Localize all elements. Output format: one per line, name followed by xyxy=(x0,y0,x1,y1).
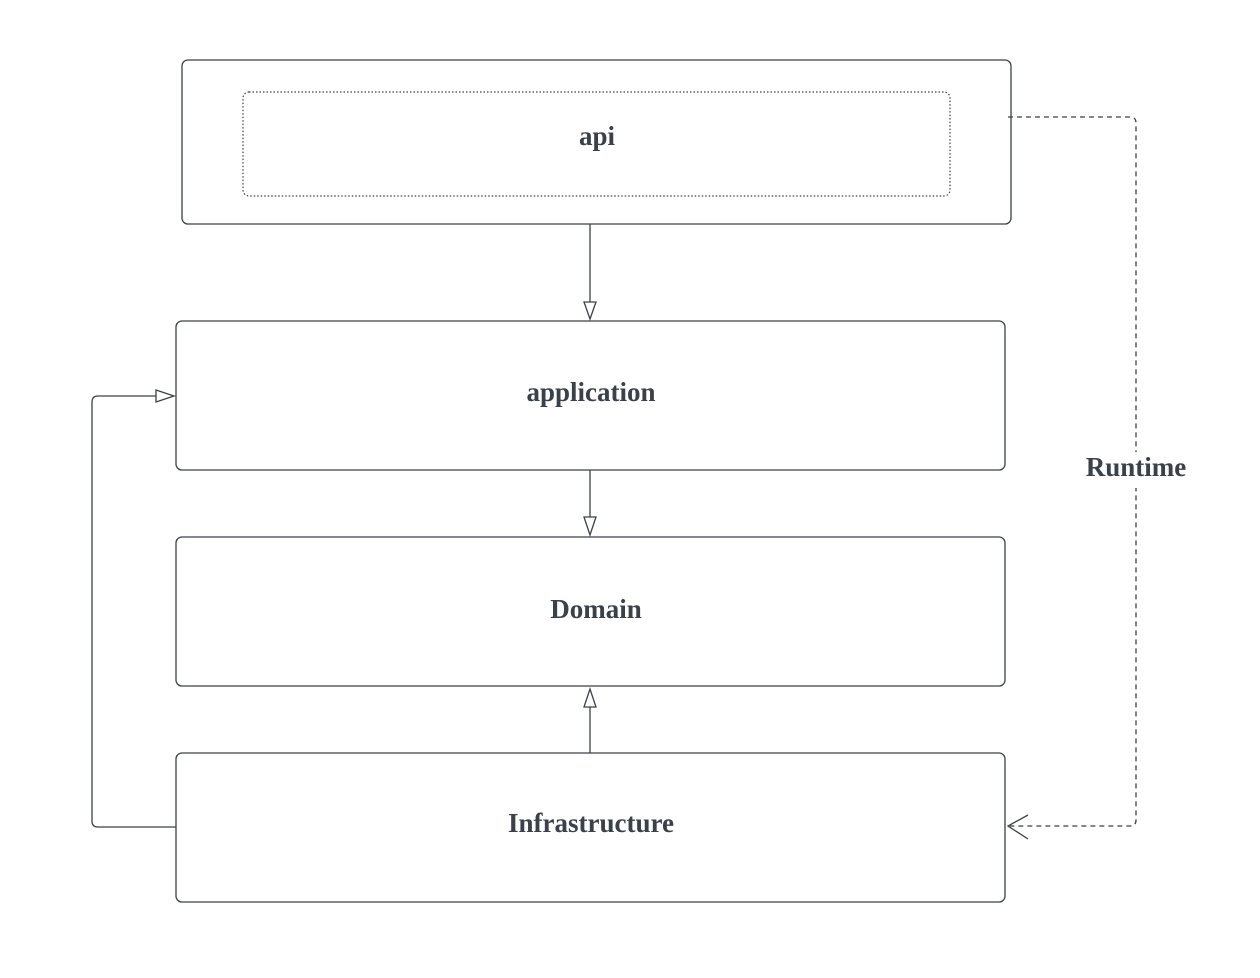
edge-runtime-arrowhead xyxy=(1006,814,1029,840)
edge-api-to-application-arrowhead xyxy=(583,301,597,321)
domain-node[interactable]: Domain xyxy=(175,536,1006,687)
edge-infrastructure-to-domain-arrowhead xyxy=(583,686,597,708)
api-inner-box xyxy=(242,91,951,197)
infrastructure-node[interactable]: Infrastructure xyxy=(175,752,1006,903)
edge-runtime: Runtime xyxy=(1006,116,1192,840)
infrastructure-label: Infrastructure xyxy=(508,808,674,838)
edge-infrastructure-to-application-arrowhead xyxy=(155,389,177,403)
edge-api-to-application xyxy=(583,224,597,321)
edge-application-to-domain-arrowhead xyxy=(583,516,597,538)
domain-box xyxy=(175,536,1006,687)
edge-infrastructure-to-application xyxy=(91,389,177,828)
domain-label: Domain xyxy=(550,594,642,624)
edge-infrastructure-to-domain xyxy=(583,686,597,753)
api-label: api xyxy=(579,121,616,151)
edge-runtime-label: Runtime xyxy=(1086,452,1187,482)
application-label: application xyxy=(526,377,655,407)
edge-application-to-domain xyxy=(583,470,597,538)
api-node[interactable]: api xyxy=(181,59,1012,225)
application-node[interactable]: application xyxy=(175,320,1006,471)
edge-runtime-label-bg xyxy=(1080,452,1192,488)
